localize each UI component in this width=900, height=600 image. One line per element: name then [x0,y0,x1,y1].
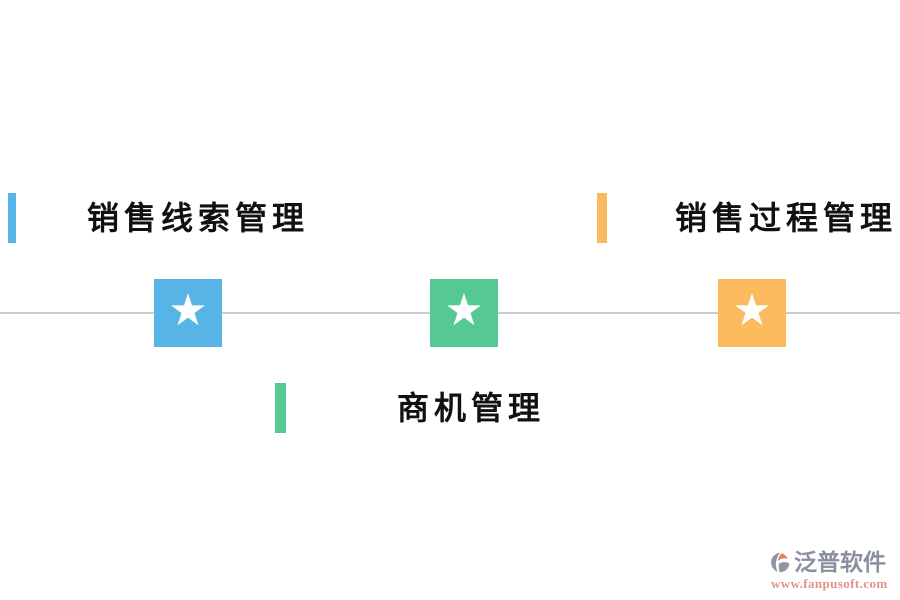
milestone-node-orange: ★ [718,279,786,347]
watermark-url: www.fanpusoft.com [771,576,888,592]
label-sales-process: 销售过程管理 [597,193,897,243]
label-sales-leads: 销售线索管理 [8,193,309,243]
fanpu-logo-icon [771,552,790,573]
star-icon: ★ [732,285,772,336]
label-sales-process-text: 销售过程管理 [675,200,898,236]
star-icon: ★ [444,285,484,336]
accent-bar-green [275,383,286,433]
watermark: 泛普软件 www.fanpusoft.com [768,549,888,592]
label-opportunity-text: 商机管理 [397,390,546,426]
watermark-brand: 泛普软件 [794,549,886,575]
accent-bar-blue [8,193,16,243]
accent-bar-orange [597,193,607,243]
milestone-node-blue: ★ [154,279,222,347]
star-icon: ★ [168,285,208,336]
milestone-node-green: ★ [430,279,498,347]
label-sales-leads-text: 销售线索管理 [87,200,310,236]
label-opportunity: 商机管理 [275,383,545,433]
